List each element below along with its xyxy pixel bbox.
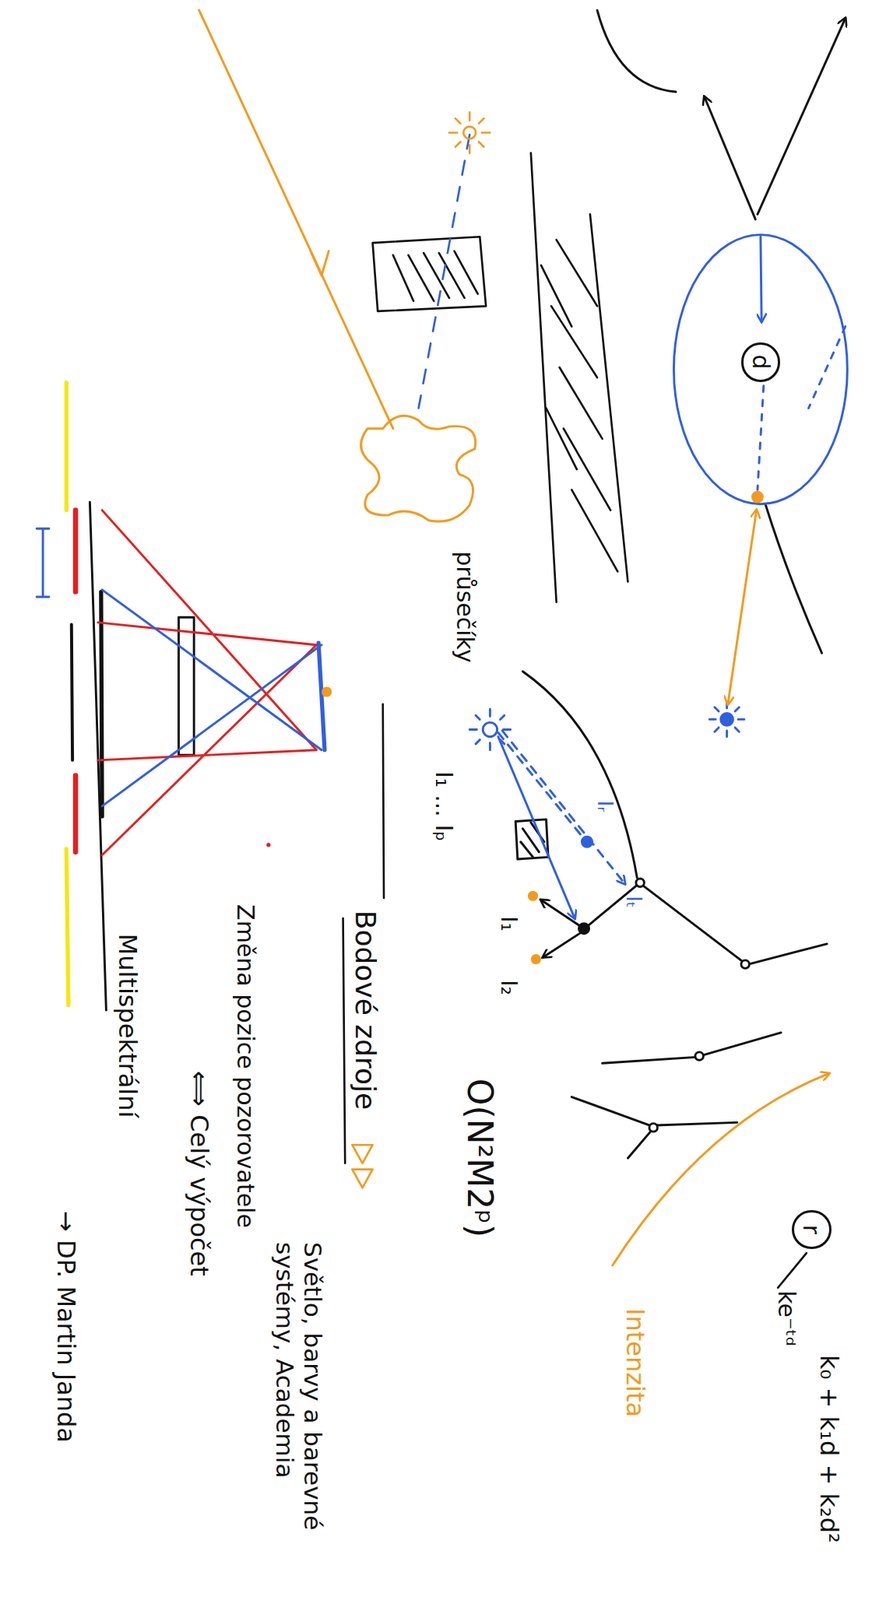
- note-label: průsečíky: [450, 552, 479, 664]
- note-label: Změna pozice pozorovatele: [231, 904, 259, 1229]
- sphere: [673, 235, 848, 738]
- note-label: Intenzita: [620, 1307, 650, 1417]
- circle-node: r: [791, 1210, 832, 1251]
- symbol-label: I₁ ... Iₚ: [430, 771, 458, 842]
- node-label: r: [798, 1225, 826, 1235]
- symbol-label: Iᵣ: [592, 801, 616, 813]
- rays: [597, 10, 846, 654]
- formula-label: ke⁻ᵗᵈ: [772, 1290, 800, 1347]
- wall-band: [530, 153, 629, 603]
- note-label: ⟺ Celý výpočet: [184, 1071, 214, 1277]
- complexity-label: O(N²M2ᵖ): [460, 1079, 500, 1238]
- symbol-label: I₁: [495, 916, 521, 932]
- light-star: [449, 112, 490, 153]
- shadow-diagram: [36, 383, 332, 1011]
- reference-label: → DP. Martin Janda: [52, 1211, 81, 1444]
- circle-node: d: [741, 342, 781, 383]
- occluder: [372, 236, 487, 312]
- symbol-label: Iₜ: [621, 896, 645, 908]
- reference-label: Světlo, barvy a barevné systémy, Academi…: [270, 1242, 326, 1555]
- note-label: Multispektrální: [113, 933, 143, 1119]
- symbol-label: I₂: [495, 980, 521, 996]
- formula-label: k₀ + k₁d + k₂d²: [814, 1355, 844, 1544]
- blue-light: [469, 709, 625, 919]
- node-label: d: [747, 355, 775, 370]
- ray-tree: [515, 671, 827, 1159]
- heading-label: Bodové zdroje: [349, 910, 382, 1111]
